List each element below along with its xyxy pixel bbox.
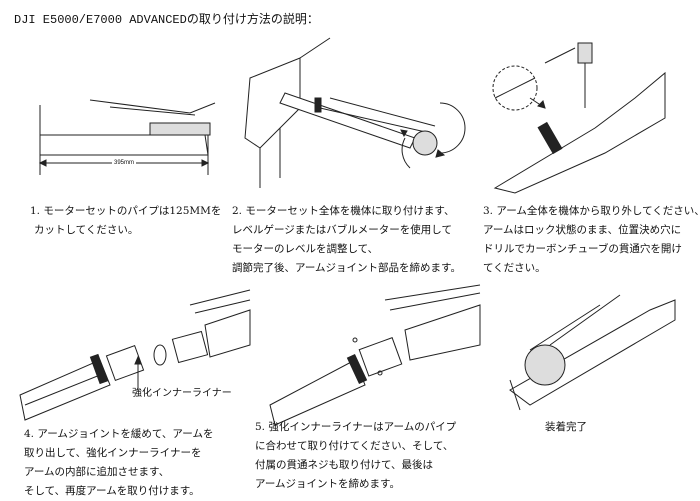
caption-line: カットしてください。 — [34, 224, 139, 236]
caption-line: 3. アーム全体を機体から取り外してください、 — [483, 205, 700, 217]
completion-caption: 装着完了 — [545, 421, 587, 433]
step-1-caption: 1. モーターセットのパイプは125MMを カットしてください。 — [30, 202, 221, 240]
page-title: DJI E5000/E7000 ADVANCEDの取り付け方法の説明： — [14, 13, 319, 27]
caption-line: 調節完了後、アームジョイント部品を締めます。 — [232, 262, 462, 274]
caption-line: てください。 — [483, 262, 546, 274]
caption-line: アームの内部に追加させます、 — [24, 466, 170, 478]
caption-line: 取り出して、強化インナーライナーを — [24, 447, 202, 459]
illustration-motor-pipe-cut: 395mm — [30, 85, 220, 180]
caption-line: モーターのレベルを調整して、 — [232, 243, 379, 255]
dimension-label: 395mm — [112, 160, 137, 166]
inner-liner-callout: 強化インナーライナー — [132, 388, 232, 399]
step-3-caption: 3. アーム全体を機体から取り外してください、 アームはロック状態のまま、位置決… — [483, 202, 700, 278]
illustration-drill-hole — [485, 38, 670, 194]
caption-line: 2. モーターセット全体を機体に取り付けます、 — [232, 205, 455, 217]
step-5-caption: 5. 強化インナーライナーはアームのパイプ に合わせて取り付けてください、そして… — [255, 418, 456, 494]
illustration-inner-liner: 強化インナーライナー — [19, 285, 251, 425]
illustration-motor-mount-level — [240, 37, 466, 193]
caption-line: アームジョイントを締めます。 — [255, 478, 401, 490]
caption-line: ドリルでカーボンチューブの貫通穴を開け — [483, 243, 682, 255]
caption-line: アームはロック状態のまま、位置決め穴に — [483, 224, 682, 236]
caption-line: に合わせて取り付けてください、そして、 — [255, 440, 454, 452]
caption-line: レベルゲージまたはバブルメーターを使用して — [232, 224, 452, 236]
caption-line: 5. 強化インナーライナーはアームのパイプ — [255, 421, 457, 433]
caption-line: 4. アームジョイントを緩めて、アームを — [24, 428, 214, 440]
illustration-liner-installed — [265, 284, 481, 426]
caption-line: 付属の貫通ネジも取り付けて、最後は — [255, 459, 433, 471]
step-4-caption: 4. アームジョイントを緩めて、アームを 取り出して、強化インナーライナーを ア… — [24, 425, 213, 501]
illustration-completed — [490, 290, 680, 415]
step-2-caption: 2. モーターセット全体を機体に取り付けます、 レベルゲージまたはバブルメーター… — [232, 202, 461, 278]
caption-line: 1. モーターセットのパイプは125MMを — [30, 205, 222, 217]
caption-line: そして、再度アームを取り付けます。 — [24, 485, 200, 497]
